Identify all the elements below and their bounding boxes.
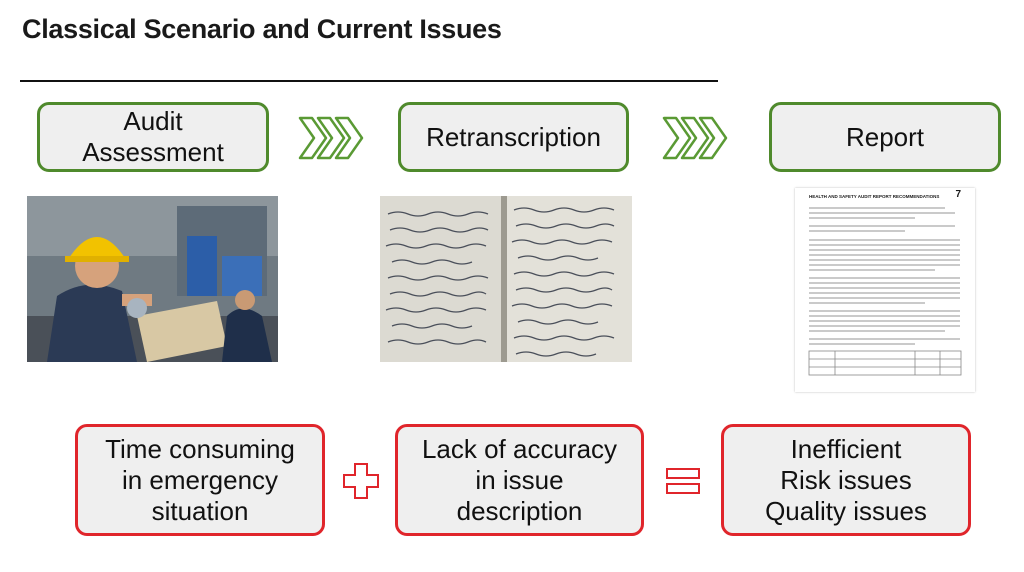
report-document-image: HEALTH AND SAFETY AUDIT REPORT RECOMMEND… — [795, 188, 975, 392]
title-divider — [20, 80, 718, 82]
report-document-page-number: 7 — [955, 189, 961, 200]
audit-worker-photo — [27, 196, 278, 362]
issue-consequences: Inefficient Risk issues Quality issues — [721, 424, 971, 536]
step-retranscription: Retranscription — [398, 102, 629, 172]
issue-time-consuming: Time consuming in emergency situation — [75, 424, 325, 536]
report-document-heading: HEALTH AND SAFETY AUDIT REPORT RECOMMEND… — [809, 194, 940, 199]
plus-icon — [343, 463, 379, 499]
slide-title: Classical Scenario and Current Issues — [22, 14, 502, 44]
equals-icon — [666, 468, 700, 494]
handwritten-notes-photo — [380, 196, 632, 362]
triple-chevron-right-icon — [298, 116, 364, 160]
issue-lack-of-accuracy: Lack of accuracy in issue description — [395, 424, 644, 536]
step-audit-assessment: Audit Assessment — [37, 102, 269, 172]
triple-chevron-right-icon — [662, 116, 728, 160]
step-report: Report — [769, 102, 1001, 172]
